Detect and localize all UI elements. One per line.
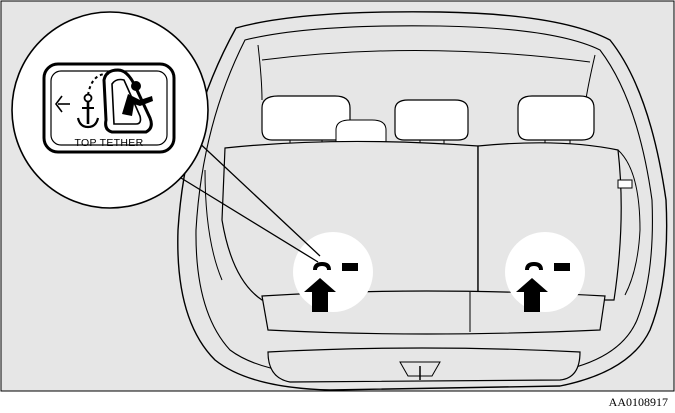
left-anchor-callout	[293, 232, 373, 312]
highlight-circle	[293, 232, 373, 312]
right-headrest	[395, 100, 468, 140]
anchor-slot-icon	[342, 263, 358, 271]
far-right-headrest	[518, 96, 594, 140]
icon-label: TOP TETHER	[75, 137, 144, 149]
right-anchor-callout	[505, 232, 585, 312]
anchor-slot-icon	[554, 263, 570, 271]
highlight-circle	[505, 232, 585, 312]
figure-code: AA0108917	[609, 395, 668, 409]
side-hook	[618, 180, 632, 188]
